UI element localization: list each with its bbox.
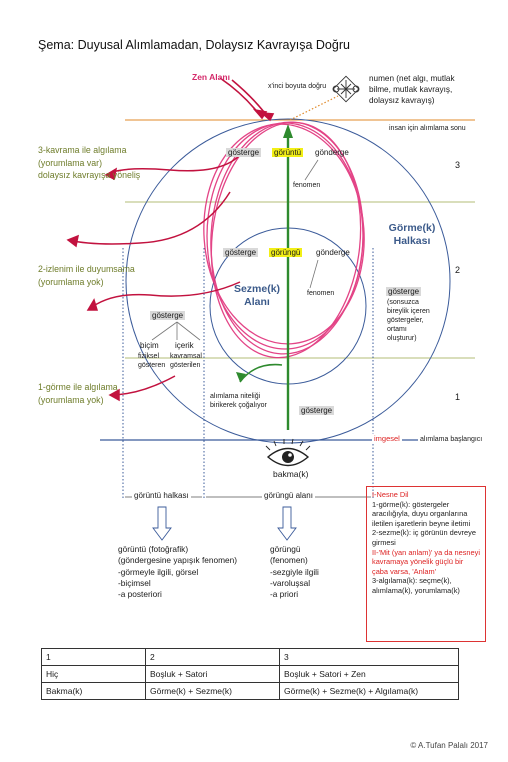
goruntu-halkasi-label: görüntü halkası: [132, 491, 191, 500]
fenomen-mid: fenomen: [307, 290, 335, 297]
fenomen-top: fenomen: [293, 182, 321, 189]
zen-label: Zen Alanı: [192, 72, 230, 82]
zen-oval: [203, 121, 365, 359]
level-number-3: 3: [455, 160, 461, 170]
alimlama-baslangici-label: alımlama başlangıcı: [418, 436, 485, 443]
dotted-line: [289, 95, 339, 121]
fenomen-arrows: [151, 159, 319, 341]
gosterge-bottom: gösterge: [299, 406, 335, 415]
gosterge-side: gösterge: [386, 287, 422, 296]
gorungu-list: görüngü (fenomen) -sezgiyle ilgili -varo…: [270, 544, 319, 600]
green-axis-arrow: [283, 124, 293, 138]
table-cell: Görme(k) + Sezme(k) + Algılama(k): [279, 682, 459, 700]
bakmak-label: bakma(k): [273, 469, 309, 479]
numen-label: numen (net algı, mutlak bilme, mutlak ka…: [369, 74, 455, 105]
table-cell: Boşluk + Satori + Zen: [279, 665, 459, 683]
level-1-label: 1-görme ile algılama (yorumlama yok): [38, 382, 118, 405]
gorme-halkasi-label: Görme(k) Halkası: [388, 222, 436, 247]
goruntu-top: görüntü: [272, 148, 304, 157]
gorme-circle: [125, 118, 451, 444]
gosterge-side-note: (sonsuzca bireylik içeren göstergeler, o…: [387, 299, 430, 342]
gosterge-left: gösterge: [150, 311, 186, 320]
copyright: © A.Tufan Palalı 2017: [410, 741, 488, 750]
table-row: Bakma(k) Görme(k) + Sezme(k) Görme(k) + …: [41, 682, 459, 700]
gorungu-mid: görüngü: [269, 248, 303, 257]
kavramsal-label: kavramsal gösterilen: [170, 353, 202, 369]
redbox-item-4: 3-algılama(k): seçme(k), alımlama(k), yo…: [372, 576, 460, 595]
gosterge-mid: gösterge: [223, 248, 259, 257]
gosterge-top: gösterge: [226, 148, 262, 157]
redbox-heading: I-Nesne Dil: [372, 490, 409, 499]
down-arrows: [152, 506, 297, 541]
table-cell: 3: [279, 648, 459, 666]
bicim-label: biçim: [140, 341, 159, 350]
table-header-row: 1 2 3: [41, 648, 459, 666]
summary-table: 1 2 3 Hiç Boşluk + Satori Boşluk + Sator…: [41, 648, 459, 700]
redbox-item-3: II-'Mit (yan anlam)' ya da nesneyi kavra…: [372, 547, 480, 576]
table-cell: 1: [41, 648, 146, 666]
page-title: Şema: Duyusal Alımlamadan, Dolaysız Kavr…: [38, 38, 350, 52]
gonderge-mid: gönderge: [316, 248, 350, 257]
goruntu-list: görüntü (fotoğrafik) (göndergesine yapış…: [118, 544, 237, 600]
level-number-2: 2: [455, 265, 461, 275]
table-cell: Görme(k) + Sezme(k): [145, 682, 280, 700]
zen-arrows: [219, 77, 275, 122]
eye-icon: [265, 438, 311, 467]
green-curve-arrow: [239, 363, 283, 383]
table-cell: Boşluk + Satori: [145, 665, 280, 683]
nesne-dil-box: I-Nesne Dil 1-görme(k): göstergeler arac…: [366, 486, 486, 642]
alimlama-note: alımlama niteliği birikerek çoğalıyor: [210, 393, 267, 409]
gorungu-alani-label: görüngü alanı: [262, 491, 315, 500]
table-row: Hiç Boşluk + Satori Boşluk + Satori + Ze…: [41, 665, 459, 683]
level-3-label: 3-kavrama ile algılama (yorumlama var) d…: [38, 145, 141, 180]
level-2-label: 2-izlenim ile duyumsama (yorumlama yok): [38, 264, 135, 287]
xinci-label: x'inci boyuta doğru: [268, 83, 327, 90]
table-cell: 2: [145, 648, 280, 666]
table-cell: Bakma(k): [41, 682, 146, 700]
endless-knot-icon: [332, 75, 360, 103]
gonderge-top: gönderge: [315, 148, 349, 157]
redbox-item-2: 2-sezme(k): iç görünün devreye girmesi: [372, 528, 476, 547]
imgesel-label: imgesel: [372, 434, 402, 443]
table-cell: Hiç: [41, 665, 146, 683]
sezme-alani-label: Sezme(k) Alanı: [233, 283, 281, 308]
level-number-1: 1: [455, 392, 461, 402]
fiziksel-label: fiziksel gösteren: [138, 353, 166, 369]
icerik-label: içerik: [175, 341, 194, 350]
redbox-item-1: 1-görme(k): göstergeler aracılığıyla, du…: [372, 499, 471, 528]
level-arrows: [66, 147, 246, 402]
insan-sonu-label: insan için alımlama sonu: [389, 125, 466, 132]
